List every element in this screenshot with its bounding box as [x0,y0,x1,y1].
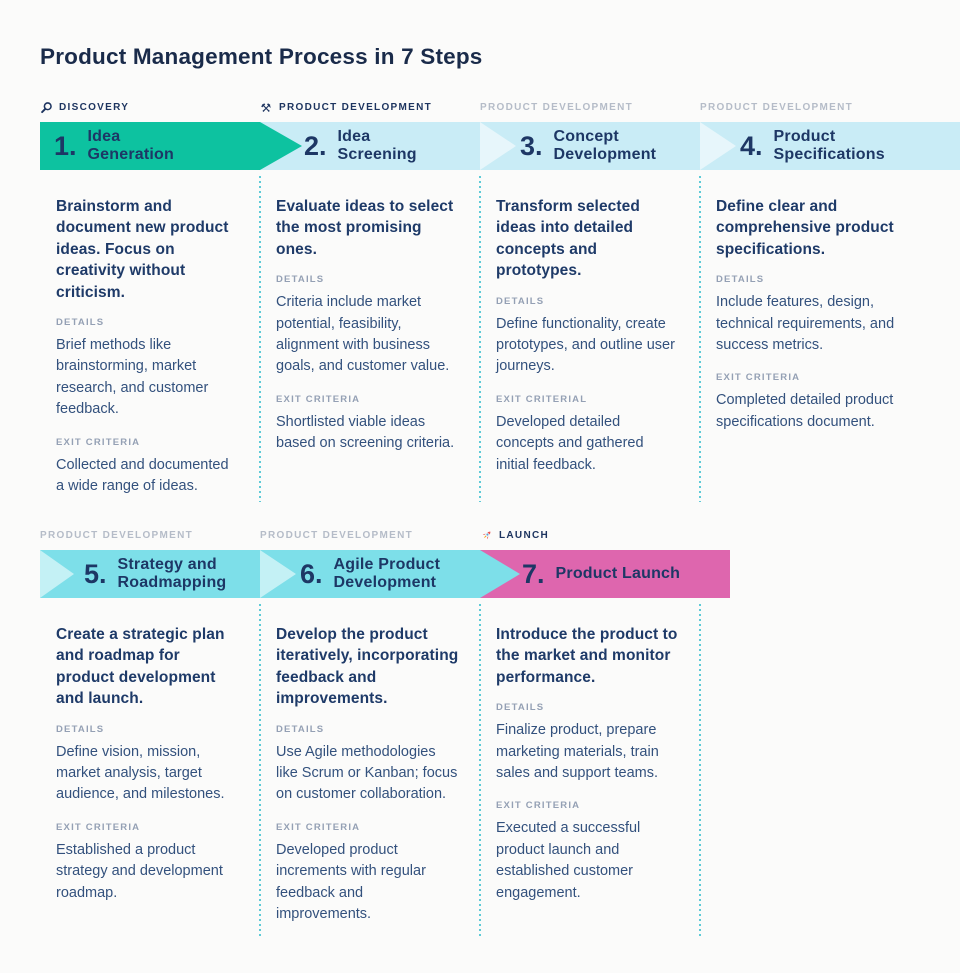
step-5-details-column: Create a strategic plan and roadmap for … [40,624,260,942]
dotted-column-divider [699,604,701,936]
exit-criteria-label: EXIT CRITERIA [276,393,361,405]
step-6-details-column: Develop the product iteratively, incorpo… [260,624,480,942]
category-label-product-development-2: ⚒ PRODUCT DEVELOPMENT [260,100,480,115]
exit-criteria-text: Developed product increments with regula… [276,841,426,923]
category-label-product-development-3: PRODUCT DEVELOPMENT [480,100,700,115]
exit-criteria-label: EXIT CRITERIA [56,821,141,833]
dotted-column-divider [259,604,261,936]
exit-criteria-text: Executed a successful product launch and… [496,820,641,901]
hammer-pick-icon: ⚒ [260,100,273,115]
exit-criteria-label: EXIT CRITERIA [496,800,581,812]
category-text: DISCOVERY [59,102,130,113]
step-number: 5. [84,558,107,589]
rocket-icon [480,529,493,542]
details-text: Define vision, mission, market analysis,… [56,743,225,803]
step-lead: Develop the product iteratively, incorpo… [276,626,459,708]
category-text: PRODUCT DEVELOPMENT [700,102,854,113]
step-number: 3. [520,130,543,161]
step-2-details-column: Evaluate ideas to select the most promis… [260,196,480,514]
details-label: DETAILS [56,723,105,735]
category-text: PRODUCT DEVELOPMENT [260,530,414,541]
step-number: 2. [304,130,327,161]
details-label: DETAILS [496,295,545,307]
step-4-details-column: Define clear and comprehensive product s… [700,196,920,514]
details-text: Include features, design, technical requ… [716,294,895,354]
step-lead: Brainstorm and document new product idea… [56,198,229,301]
step-7-details-column: Introduce the product to the market and … [480,624,700,942]
details-text: Use Agile methodologies like Scrum or Ka… [276,743,458,803]
details-label: DETAILS [276,723,325,735]
step-lead: Create a strategic plan and roadmap for … [56,626,225,708]
step-lead: Transform selected ideas into detailed c… [496,198,640,280]
dotted-column-divider [699,176,701,502]
category-text: PRODUCT DEVELOPMENT [279,102,433,113]
exit-criteria-text: Established a product strategy and devel… [56,841,223,901]
category-label-launch: LAUNCH [480,528,700,543]
details-label: DETAILS [276,274,325,286]
page-title: Product Management Process in 7 Steps [40,44,483,69]
step-3-details-column: Transform selected ideas into detailed c… [480,196,700,514]
category-label-discovery: DISCOVERY [40,100,260,115]
exit-criteria-text: Developed detailed concepts and gathered… [496,413,644,473]
step-number: 4. [740,130,763,161]
step-number: 6. [300,558,323,589]
step-lead: Evaluate ideas to select the most promis… [276,198,454,258]
category-text: PRODUCT DEVELOPMENT [480,102,634,113]
details-label: DETAILS [716,274,765,286]
category-row-1: DISCOVERY ⚒ PRODUCT DEVELOPMENT PRODUCT … [40,100,920,115]
dotted-column-divider [259,176,261,502]
step-title: Product Launch [555,565,681,583]
details-label: DETAILS [496,702,545,714]
exit-criteria-label: EXIT CRITERIA [276,821,361,833]
magnifier-icon [40,101,53,114]
details-text: Finalize product, prepare marketing mate… [496,722,659,782]
exit-criteria-label: EXIT CRITERIA [716,372,801,384]
exit-criteria-label: EXIT CRITERIA [56,436,141,448]
step-lead: Introduce the product to the market and … [496,626,678,686]
details-label: DETAILS [56,316,105,328]
step-1-details-column: Brainstorm and document new product idea… [40,196,260,514]
category-text: LAUNCH [499,530,550,541]
category-label-product-development-4: PRODUCT DEVELOPMENT [700,100,920,115]
details-text: Criteria include market potential, feasi… [276,294,450,375]
dotted-column-divider [479,176,481,502]
exit-criteria-label: EXIT CRITERIAL [496,393,588,405]
category-label-product-development-5: PRODUCT DEVELOPMENT [40,528,260,543]
details-text: Brief methods like brainstorming, market… [56,336,209,418]
category-text: PRODUCT DEVELOPMENT [40,530,194,541]
process-row-1: DISCOVERY ⚒ PRODUCT DEVELOPMENT PRODUCT … [40,100,960,502]
exit-criteria-text: Shortlisted viable ideas based on screen… [276,413,455,452]
text-row-1: Brainstorm and document new product idea… [40,196,920,514]
step-number: 7. [522,558,545,589]
dotted-column-divider [479,604,481,936]
text-row-2: Create a strategic plan and roadmap for … [40,624,920,942]
category-label-product-development-6: PRODUCT DEVELOPMENT [260,528,480,543]
details-text: Define functionality, create prototypes,… [496,315,675,375]
category-row-2: PRODUCT DEVELOPMENT PRODUCT DEVELOPMENT [40,528,920,543]
exit-criteria-text: Completed detailed product specification… [716,392,894,430]
process-row-2: PRODUCT DEVELOPMENT PRODUCT DEVELOPMENT [40,528,920,938]
exit-criteria-text: Collected and documented a wide range of… [56,456,229,495]
step-lead: Define clear and comprehensive product s… [716,198,894,258]
step-number: 1. [54,130,77,161]
